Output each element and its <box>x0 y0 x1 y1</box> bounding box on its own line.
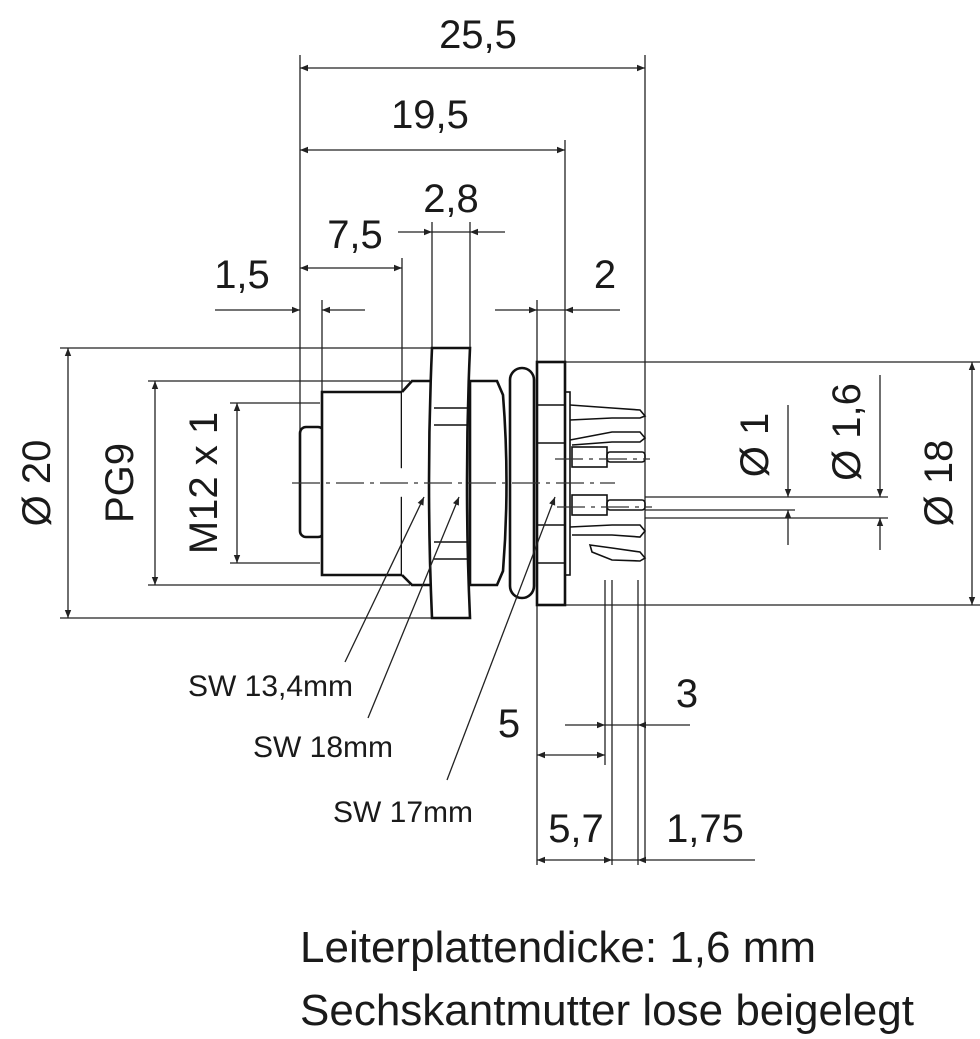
note-hex-nut: Sechskantmutter lose beigelegt <box>300 986 914 1035</box>
dim-pin-spacing-1-75: 1,75 <box>666 807 744 851</box>
dim-thread-pg: PG9 <box>98 443 142 523</box>
extension-lines <box>60 55 980 865</box>
dim-pin-diameter-small: Ø 1 <box>733 413 777 477</box>
dim-flange-width: 2 <box>594 253 616 297</box>
dim-cap-length: 1,5 <box>214 253 270 297</box>
dim-thread-m12: M12 x 1 <box>182 412 226 554</box>
dim-flange-diameter: Ø 18 <box>917 440 961 527</box>
dim-pin-spacing-3: 3 <box>676 672 698 716</box>
dim-pin-offset-5: 5 <box>498 702 520 746</box>
callout-sw-18: SW 18mm <box>253 731 393 764</box>
dim-front-length: 7,5 <box>327 213 383 257</box>
dim-overall-length: 25,5 <box>439 13 517 57</box>
dim-length-to-flange: 19,5 <box>391 93 469 137</box>
note-pcb-thickness: Leiterplattendicke: 1,6 mm <box>300 923 816 972</box>
callout-sw-17: SW 17mm <box>333 796 473 829</box>
connector-body <box>298 346 571 620</box>
dim-pin-diameter-large: Ø 1,6 <box>825 383 869 481</box>
dim-outer-diameter: Ø 20 <box>15 440 59 527</box>
pcb-pins <box>569 404 647 562</box>
dim-nut-width: 2,8 <box>423 177 479 221</box>
centerlines <box>292 458 652 508</box>
dimension-lines <box>64 64 976 864</box>
dim-pin-offset-5-7: 5,7 <box>548 807 604 851</box>
leader-lines <box>344 496 556 781</box>
callout-sw-13-4: SW 13,4mm <box>188 670 353 703</box>
